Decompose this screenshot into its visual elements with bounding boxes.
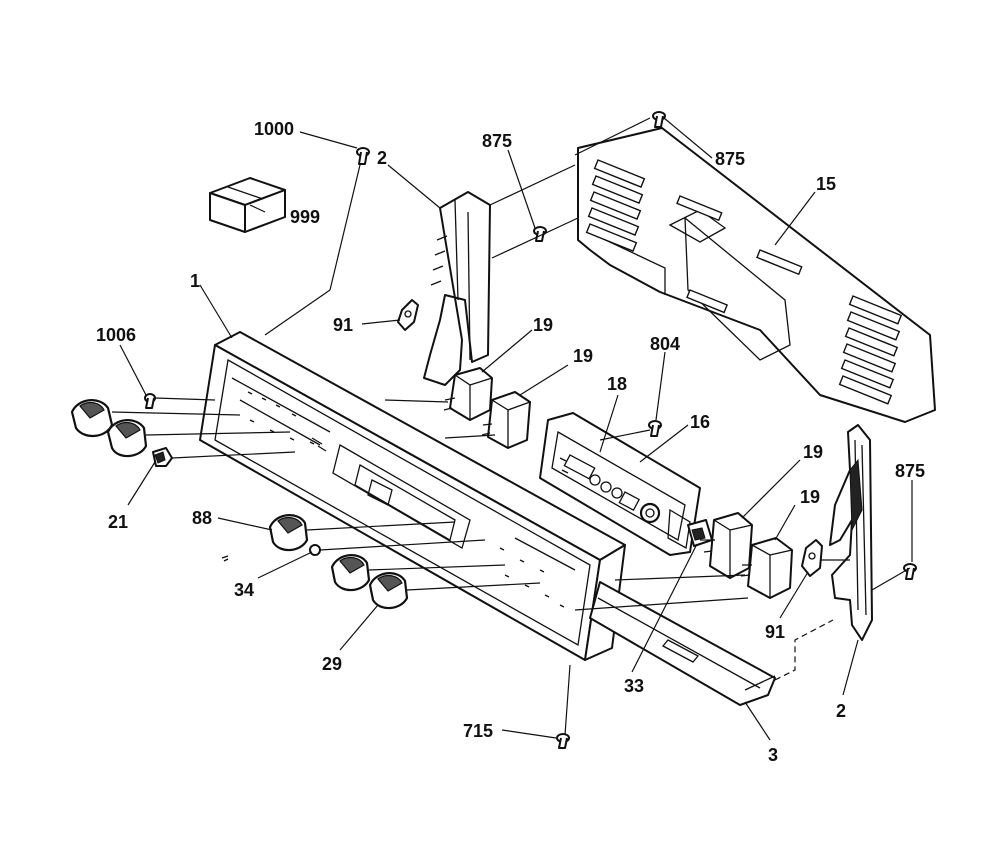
callout-21: 21 (108, 512, 128, 532)
callout-875-a: 875 (482, 131, 512, 151)
wire-clip-part-91-top (397, 299, 419, 331)
knob-part-29-left-a (70, 399, 114, 437)
callout-18: 18 (607, 374, 627, 394)
control-panel-part-1 (199, 331, 626, 661)
callout-2-bottom: 2 (836, 701, 846, 721)
callout-804: 804 (650, 334, 680, 354)
callout-19-c: 19 (803, 442, 823, 462)
end-bracket-part-2-top (423, 191, 491, 386)
callout-29: 29 (322, 654, 342, 674)
callout-1: 1 (190, 271, 200, 291)
clock-control-part-16 (539, 412, 701, 556)
callout-15: 15 (816, 174, 836, 194)
screw-part-1006 (144, 393, 156, 409)
knob-part-29-right-b (368, 572, 409, 610)
infinite-switch-part-19-b (481, 391, 531, 449)
screw-part-804 (648, 420, 662, 437)
screw-part-875-top (652, 111, 666, 128)
callout-875-c: 875 (895, 461, 925, 481)
callout-34: 34 (234, 580, 254, 600)
infinite-switch-part-19-c (703, 512, 753, 579)
callout-1000: 1000 (254, 119, 294, 139)
indicator-light-part-21 (152, 447, 173, 467)
callout-2-top: 2 (377, 148, 387, 168)
callout-88: 88 (192, 508, 212, 528)
knob-part-29-left-b (106, 419, 148, 458)
screw-part-875-right (903, 563, 917, 580)
knob-part-29-right-a (330, 554, 371, 592)
leader-lines (119, 117, 913, 741)
back-panel-part-15 (577, 127, 936, 423)
callout-875-b: 875 (715, 149, 745, 169)
callout-19-d: 19 (800, 487, 820, 507)
trim-strip-part-3 (589, 581, 776, 706)
callout-999: 999 (290, 207, 320, 227)
end-bracket-part-2-bottom (829, 424, 873, 641)
callout-16: 16 (690, 412, 710, 432)
callout-715: 715 (463, 721, 493, 741)
callout-33: 33 (624, 676, 644, 696)
spacer-part-34 (309, 544, 321, 556)
assembly-lines (111, 117, 911, 736)
callout-19-b: 19 (573, 346, 593, 366)
callout-labels: 1000 999 2 875 875 15 1 1006 91 19 19 80… (96, 119, 925, 765)
screw-part-715 (556, 733, 570, 749)
wire-clip-part-91-bottom (801, 539, 823, 577)
screw-part-1000 (356, 147, 370, 165)
callout-19-a: 19 (533, 315, 553, 335)
small-clip-mark (221, 555, 229, 562)
callout-91-top: 91 (333, 315, 353, 335)
callout-91-bottom: 91 (765, 622, 785, 642)
parts-box-part-999 (209, 177, 286, 233)
callout-1006: 1006 (96, 325, 136, 345)
knob-part-88 (268, 514, 309, 552)
callout-3: 3 (768, 745, 778, 765)
